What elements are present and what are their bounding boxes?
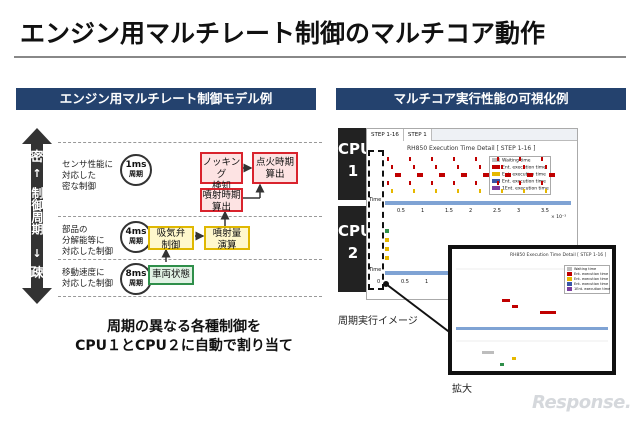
time-exponent: × 10⁻³ [551,215,567,220]
execution-mark [413,189,415,193]
execution-mark [479,165,481,169]
arrow-up-icon [22,128,52,144]
left-section-header: エンジン用マルチレート制御モデル例 [16,88,316,110]
execution-mark [523,165,525,169]
execution-mark [435,189,437,193]
execution-mark [387,157,389,161]
axis-middle-label: 制御周期 [30,187,44,235]
execution-mark [435,165,437,169]
injection-timing-block: 噴射時期 算出 [200,188,243,213]
execution-mark [453,157,455,161]
execution-mark [545,165,547,169]
execution-mark [523,189,525,193]
tab-step-1-16[interactable]: STEP 1-16 [367,129,404,141]
execution-mark [501,165,503,169]
x-tick-label: 1 [421,208,425,214]
right-section-header: マルチコア実行性能の可視化例 [336,88,626,110]
execution-mark [431,181,433,185]
execution-mark [519,181,521,185]
execution-mark [505,173,511,177]
cpu2-label: CPU 2 [338,206,372,292]
execution-mark [501,189,503,193]
execution-mark [549,173,555,177]
execution-mark [385,229,389,233]
x-tick-label: 3 [517,208,521,214]
cpu2-time-label: Time [369,267,382,273]
allocation-description: 周期の異なる各種制御を CPU１とCPU２に自動で割り当て [75,319,293,354]
response-logo: Response. [532,392,632,413]
execution-mark [541,157,543,161]
knocking-detection-block: ノッキング 検知 [200,152,243,192]
execution-mark [409,157,411,161]
execution-mark [385,238,389,242]
vehicle-state-block: 車両状態 [148,265,194,285]
execution-mark [541,181,543,185]
periodic-caption: 周期実行イメージ [338,316,418,327]
intake-valve-block: 吸気弁 制御 [148,226,194,251]
execution-mark [475,157,477,161]
arrow-down-icon [22,288,52,304]
ignition-timing-block: 点火時期 算出 [252,152,298,184]
execution-mark [545,189,547,193]
execution-mark [391,165,393,169]
cpu1-label: CPU 1 [338,128,372,200]
zoomed-execution-view: RH850 Execution Time Detail [ STEP 1-16 … [448,245,616,375]
execution-mark [475,181,477,185]
execution-mark [413,165,415,169]
execution-mark [431,157,433,161]
execution-mark [395,173,401,177]
zoom-chart-title: RH850 Execution Time Detail [ STEP 1-16 … [510,253,607,258]
periodic-focus-box [368,150,384,290]
execution-mark [385,247,389,251]
axis-up-arrow: ↑ [32,167,42,180]
cpu1-time-label: Time [369,197,382,203]
x-tick-label: 1 [425,279,429,285]
x-tick-label: 0.5 [401,279,409,285]
execution-mark [483,173,489,177]
execution-mark [527,173,533,177]
execution-mark [417,173,423,177]
x-tick-label: 0 [377,279,381,285]
x-tick-label: 2 [469,208,473,214]
execution-mark [409,181,411,185]
execution-mark [457,165,459,169]
cpu1-xticks: 0.5 1 1.5 2 2.5 3 3.5 [367,208,579,216]
axis-dense-label: 密 [30,150,44,165]
x-tick-label: 0.5 [397,208,405,214]
execution-mark [497,157,499,161]
control-period-axis: 密 ↑ 制御周期 ↓ 疎 [22,128,52,304]
execution-mark [461,173,467,177]
execution-mark [457,189,459,193]
tab-step-1[interactable]: STEP 1 [403,129,432,141]
execution-mark [385,256,389,260]
zoom-caption: 拡大 [452,384,472,395]
execution-chart-title: RH850 Execution Time Detail [ STEP 1-16 … [407,145,536,152]
execution-mark [391,189,393,193]
injection-amount-block: 噴射量 演算 [204,226,250,251]
x-tick-label: 3.5 [541,208,549,214]
row-8ms-label: 移動速度に 対応した制御 [62,268,114,289]
x-tick-label: 1.5 [445,208,453,214]
axis-sparse-label: 疎 [30,266,44,281]
axis-down-arrow: ↓ [32,247,42,260]
execution-mark [479,189,481,193]
row-4ms-label: 部品の 分解能等に 対応した制御 [62,225,114,257]
execution-mark [387,181,389,185]
x-tick-label: 2.5 [493,208,501,214]
title-divider [14,56,626,58]
execution-mark [519,157,521,161]
period-1ms-badge: 1ms 周期 [120,154,152,186]
page-title: エンジン用マルチレート制御のマルチコア動作 [20,19,546,48]
row-1ms-label: センサ性能に 対応した 密な制御 [62,160,114,192]
execution-mark [453,181,455,185]
execution-mark [497,181,499,185]
zoom-legend: Waiting time Ent. execution time Ent. ex… [564,265,610,294]
execution-mark [439,173,445,177]
